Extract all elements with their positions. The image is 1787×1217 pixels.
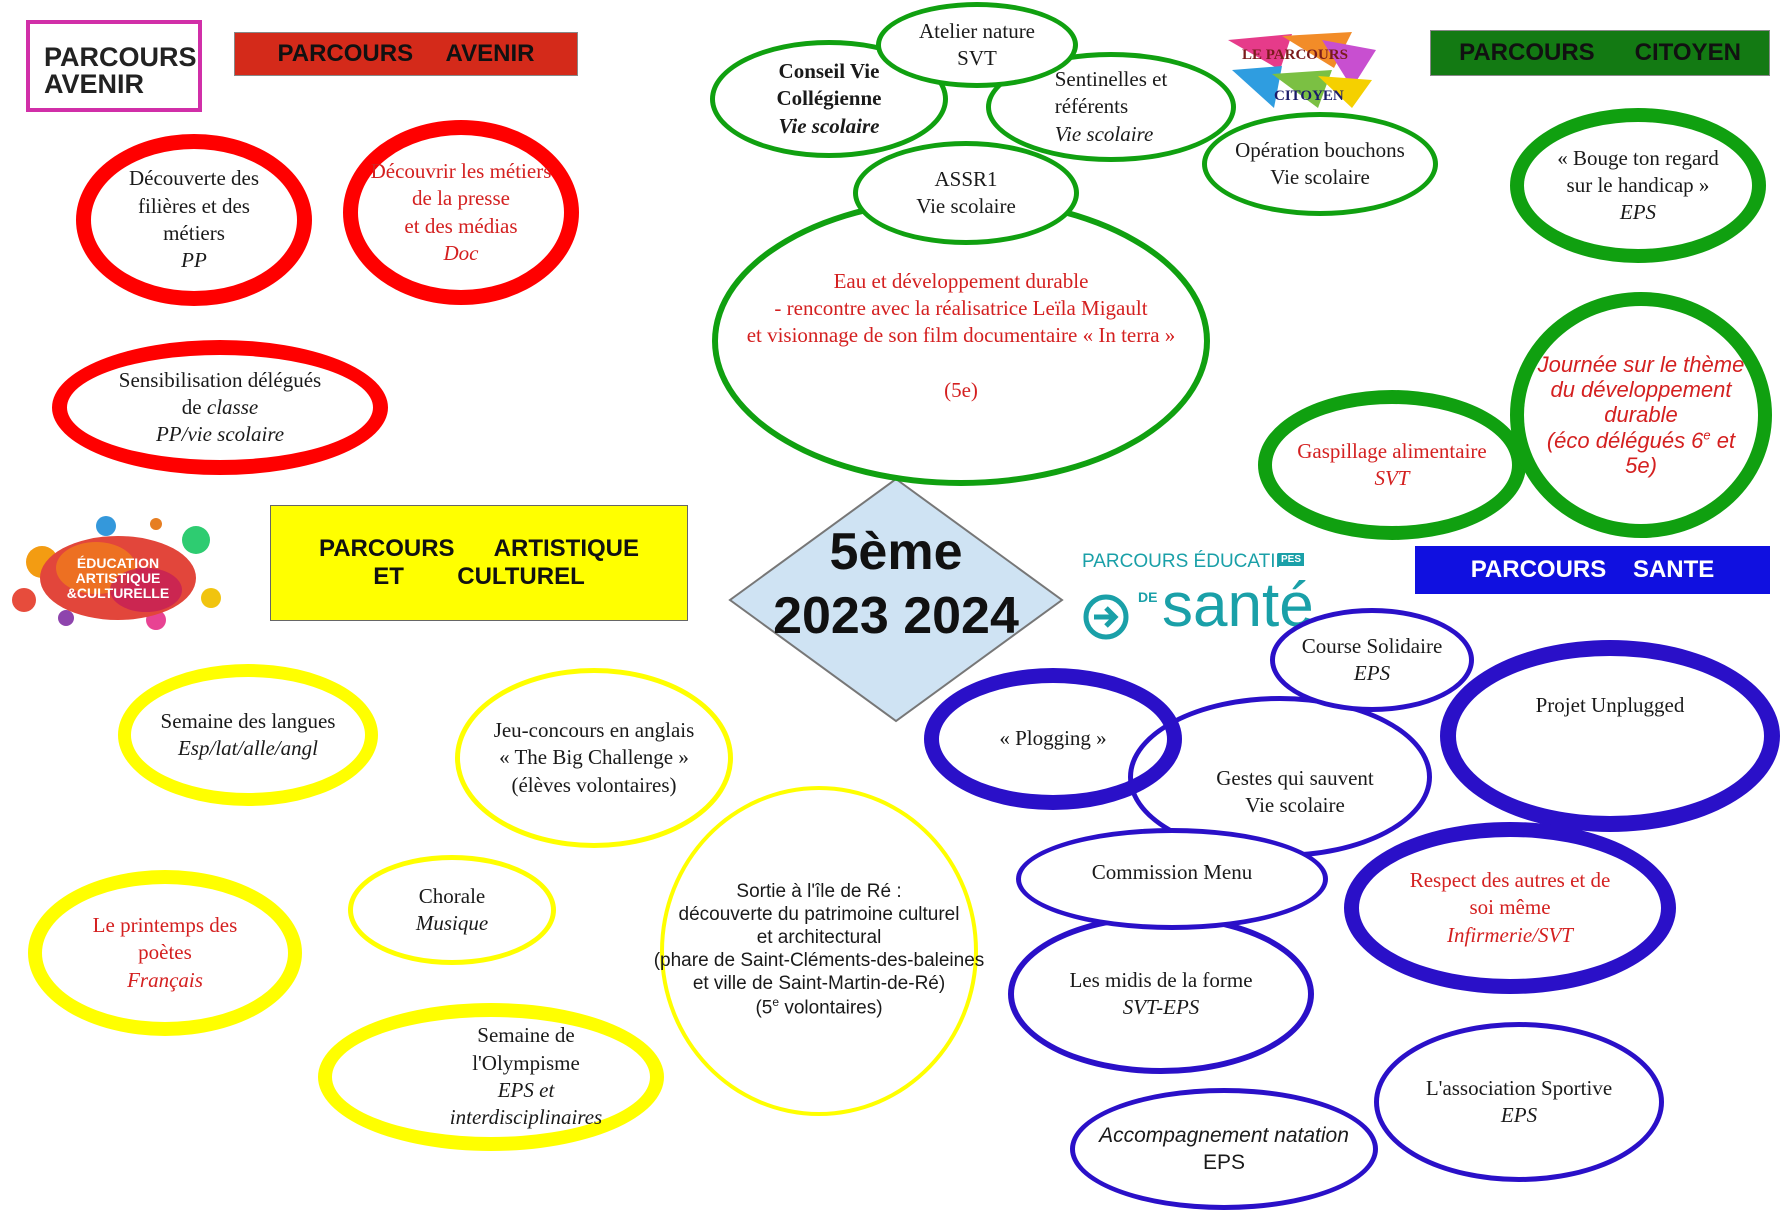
education-artistique-logo: ÉDUCATION ARTISTIQUE &CULTURELLE [6, 510, 231, 630]
parcours-sante-logo: PARCOURS ÉDUCATIF PES DE santé [1082, 545, 1322, 645]
bubble-respect-des-autres: Respect des autres et de soi même Infirm… [1344, 822, 1676, 994]
bubble-journee-developpement-durable: Journée sur le thème du développement du… [1510, 292, 1772, 538]
bubble-atelier-nature: Atelier nature SVT [876, 2, 1078, 88]
bubble-operation-bouchons: Opération bouchons Vie scolaire [1202, 112, 1438, 216]
arrow-circle-icon [1083, 594, 1129, 640]
bubble-bouge-ton-regard: « Bouge ton regard sur le handicap » EPS [1510, 108, 1766, 263]
bubble-jeu-concours-anglais: Jeu-concours en anglais « The Big Challe… [455, 668, 733, 848]
parcours-citoyen-logo: LE PARCOURS CITOYEN [1222, 30, 1378, 110]
bubble-semaine-olympisme: Semaine de l'Olympisme EPS et interdisci… [318, 1003, 664, 1151]
bubble-decouverte-filieres: Découverte des filières et des métiers P… [76, 134, 312, 306]
bubble-gestes-qui-sauvent: Gestes qui sauvent Vie scolaire [1128, 696, 1432, 858]
bubble-assr1: ASSR1 Vie scolaire [853, 141, 1079, 245]
bubble-sortie-ile-de-re: Sortie à l'île de Ré : découverte du pat… [654, 786, 984, 1116]
bubble-gaspillage-alimentaire: Gaspillage alimentaire SVT [1258, 390, 1526, 540]
banner-parcours-citoyen: PARCOURS CITOYEN [1430, 30, 1770, 76]
bubble-course-solidaire: Course Solidaire EPS [1270, 608, 1474, 712]
bubble-printemps-des-poetes: Le printemps des poètes Français [28, 870, 302, 1036]
bubble-midis-de-la-forme: Les midis de la forme SVT-EPS [1008, 914, 1314, 1074]
bubble-conseil-vie-collegienne: Conseil Vie Collégienne Vie scolaire [710, 40, 948, 158]
bubble-plogging: « Plogging » [924, 668, 1182, 810]
banner-parcours-artistique: PARCOURS ARTISTIQUE ET CULTUREL [270, 505, 688, 621]
bubble-association-sportive: L'association Sportive EPS [1374, 1022, 1664, 1182]
citoyen-logo-graphic [1228, 32, 1376, 108]
bubble-accompagnement-natation: Accompagnement natation EPS [1070, 1088, 1378, 1210]
bubble-sentinelles-referents: Sentinelles et référents Vie scolaire [986, 52, 1236, 162]
eac-logo-dots [12, 516, 221, 630]
bubble-semaine-des-langues: Semaine des langues Esp/lat/alle/angl [118, 664, 378, 806]
bubble-commission-menu: Commission Menu [1016, 828, 1328, 930]
bubble-projet-unplugged: Projet Unplugged [1440, 640, 1780, 832]
banner-parcours-sante: PARCOURS SANTE [1415, 546, 1770, 594]
banner-parcours-avenir: PARCOURS AVENIR [234, 32, 578, 76]
bubble-chorale: Chorale Musique [348, 855, 556, 965]
pes-badge: PES [1278, 553, 1305, 566]
center-label: 5ème 2023 2024 [773, 523, 1019, 645]
center-diamond [728, 477, 1064, 723]
parcours-avenir-logo: PARCOURS AVENIR [26, 20, 202, 112]
bubble-metiers-presse: Découvrir les métiers de la presse et de… [343, 120, 579, 305]
bubble-sensibilisation-delegues: Sensibilisation délégués de classe PP/vi… [52, 340, 388, 475]
